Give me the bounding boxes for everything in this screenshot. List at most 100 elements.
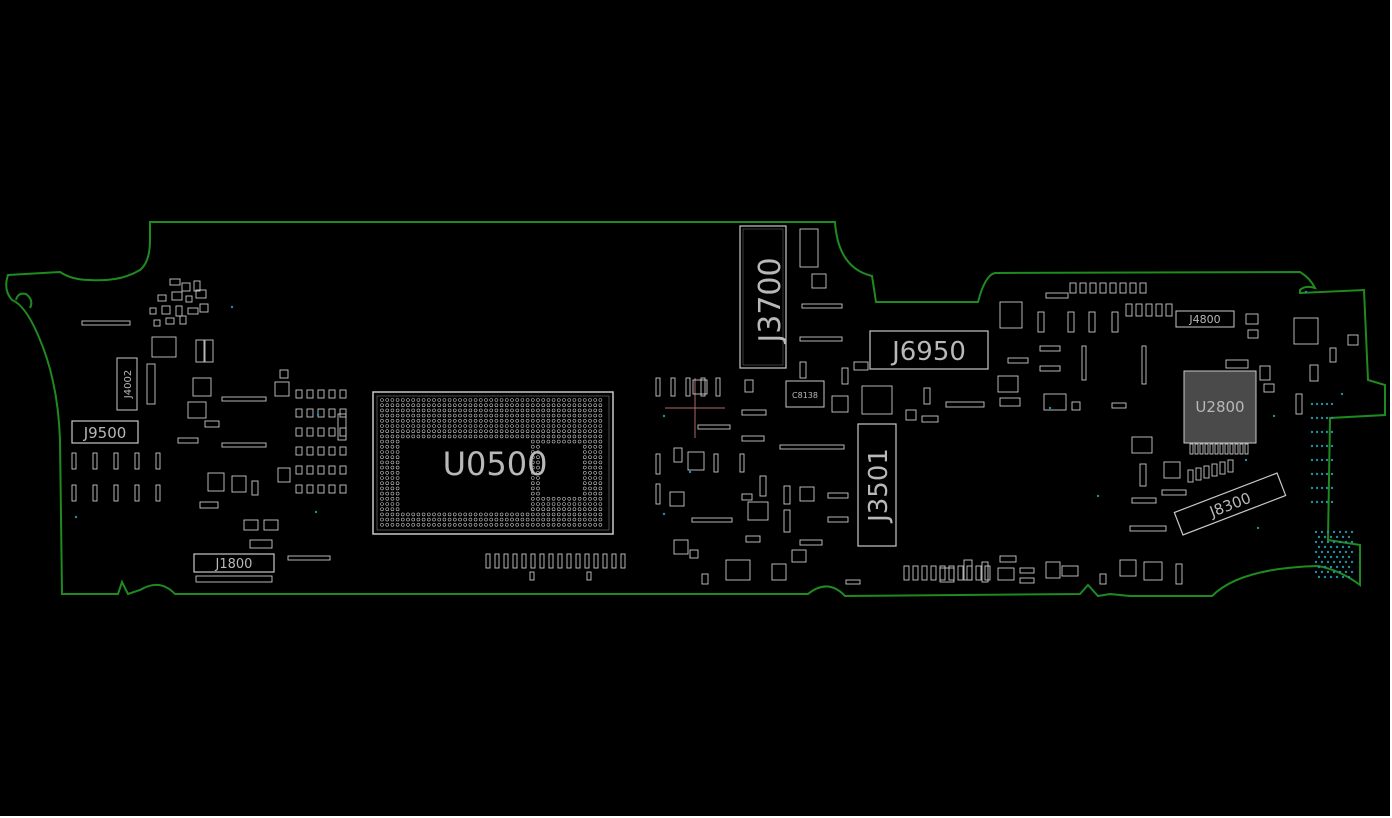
j3501-connector[interactable]: J3501 [857, 423, 897, 547]
via [1332, 560, 1336, 564]
j1800-connector[interactable]: J1800 [193, 553, 275, 573]
j3700-connector[interactable]: J3700 [739, 225, 788, 369]
smd-pad [861, 385, 893, 415]
bga-ball [390, 398, 395, 402]
smd-pad [1143, 561, 1163, 581]
bga-ball [478, 429, 483, 434]
bga-ball [598, 460, 603, 465]
smd-pad [548, 553, 554, 569]
j4800-connector[interactable]: J4800 [1175, 310, 1235, 328]
bga-ball [577, 398, 582, 402]
bga-ball [572, 496, 577, 501]
bga-ball [593, 455, 598, 460]
bga-ball [536, 512, 540, 517]
smd-pad [295, 427, 303, 437]
via [1347, 535, 1351, 539]
via [1326, 560, 1330, 564]
bga-ball [385, 424, 390, 428]
bga-ball [395, 424, 400, 428]
bga-ball [593, 429, 598, 434]
bga-ball [416, 434, 421, 439]
bga-ball [504, 418, 509, 423]
bga-ball [395, 486, 400, 491]
bga-ball [421, 434, 426, 439]
smd-pad [195, 339, 205, 363]
via [1317, 545, 1321, 549]
bga-ball [588, 429, 592, 434]
bga-ball [484, 512, 488, 517]
bga-ball [489, 413, 494, 418]
via [1320, 430, 1324, 434]
smd-pad [529, 571, 535, 581]
via [1096, 494, 1100, 498]
bga-ball [437, 413, 442, 418]
via [314, 510, 318, 514]
smd-pad [1259, 365, 1271, 381]
bga-ball [525, 512, 530, 517]
bga-ball [577, 413, 582, 418]
smd-pad [1219, 443, 1224, 455]
bga-ball [515, 408, 520, 413]
j9500-connector[interactable]: J9500 [71, 420, 139, 444]
bga-ball [395, 408, 400, 413]
bga-ball [588, 517, 592, 522]
bga-ball [536, 455, 540, 460]
via [1329, 545, 1333, 549]
bga-ball [567, 439, 572, 444]
u0500-cpu-package[interactable]: U0500 [372, 391, 614, 535]
bga-ball [468, 512, 473, 517]
bga-ball [494, 512, 499, 517]
bga-ball [562, 512, 566, 517]
bga-ball [463, 424, 468, 428]
smd-pad [1099, 282, 1107, 294]
smd-pad [317, 389, 325, 399]
bga-ball [520, 418, 525, 423]
bga-ball [588, 408, 592, 413]
smd-pad [339, 484, 347, 494]
via [1314, 550, 1318, 554]
bga-ball [556, 398, 561, 402]
bga-ball [541, 403, 546, 408]
bga-ball [458, 512, 462, 517]
j4002-connector[interactable]: J4002 [116, 357, 138, 411]
via [1320, 550, 1324, 554]
smd-pad [199, 501, 219, 509]
u2800-chip[interactable]: U2800 [1183, 370, 1257, 444]
bga-ball [588, 502, 592, 506]
bga-ball [556, 413, 561, 418]
bga-ball [546, 398, 551, 402]
via [1317, 565, 1321, 569]
j6950-connector[interactable]: J6950 [869, 330, 989, 370]
bga-ball [390, 439, 395, 444]
via [1310, 486, 1314, 490]
bga-ball [390, 434, 395, 439]
bga-ball [582, 429, 587, 434]
via [1344, 560, 1348, 564]
bga-ball [530, 439, 535, 444]
bga-ball [572, 439, 577, 444]
c8138-component[interactable]: C8138 [785, 380, 825, 408]
bga-ball [390, 403, 395, 408]
small-components [71, 228, 1359, 585]
bga-ball [473, 424, 478, 428]
via [1325, 416, 1329, 420]
bga-ball [556, 424, 561, 428]
bga-ball [380, 465, 384, 470]
bga-ball [530, 481, 535, 486]
bga-ball [494, 522, 499, 527]
bga-ball [395, 413, 400, 418]
bga-ball [494, 424, 499, 428]
bga-ball [530, 418, 535, 423]
via [1335, 555, 1339, 559]
via [1325, 402, 1329, 406]
via [1325, 430, 1329, 434]
bga-ball [442, 429, 447, 434]
smd-pad [939, 567, 955, 583]
bga-ball [541, 398, 546, 402]
bga-ball [556, 512, 561, 517]
smd-pad [745, 535, 761, 543]
smd-pad [1045, 561, 1061, 579]
smd-pad [1263, 383, 1275, 393]
